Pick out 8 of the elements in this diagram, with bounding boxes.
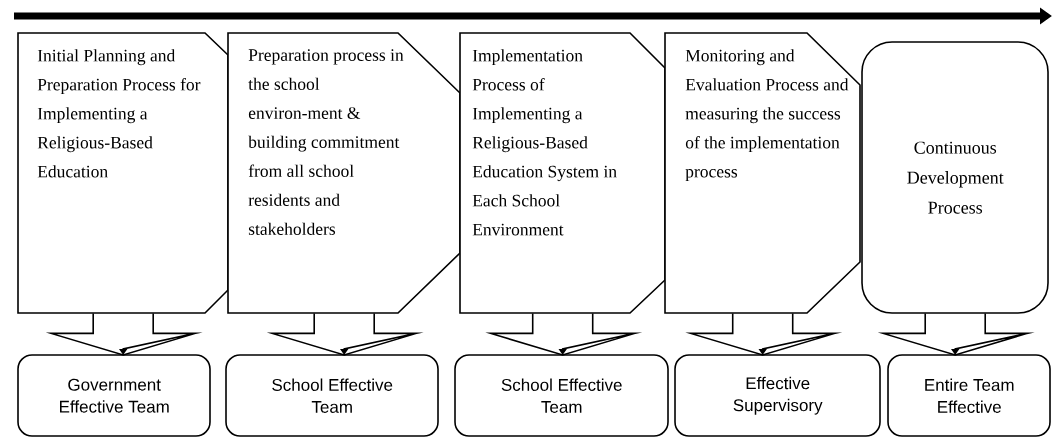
process-box: Continuous Development Process	[861, 41, 1049, 314]
team-box: Government Effective Team	[17, 354, 211, 437]
step-pentagon: Preparation process in the school environ-ment & building commitment from all school residents and stakeholders	[227, 32, 461, 314]
team-box: Entire Team Effective	[887, 354, 1051, 437]
team-box: School Effective Team	[454, 354, 669, 437]
team-box: Effective Supervisory	[674, 354, 881, 437]
team-box: School Effective Team	[225, 354, 439, 437]
step-pentagon: Monitoring and Evaluation Process and measuring the success of the implementation process	[664, 32, 861, 314]
